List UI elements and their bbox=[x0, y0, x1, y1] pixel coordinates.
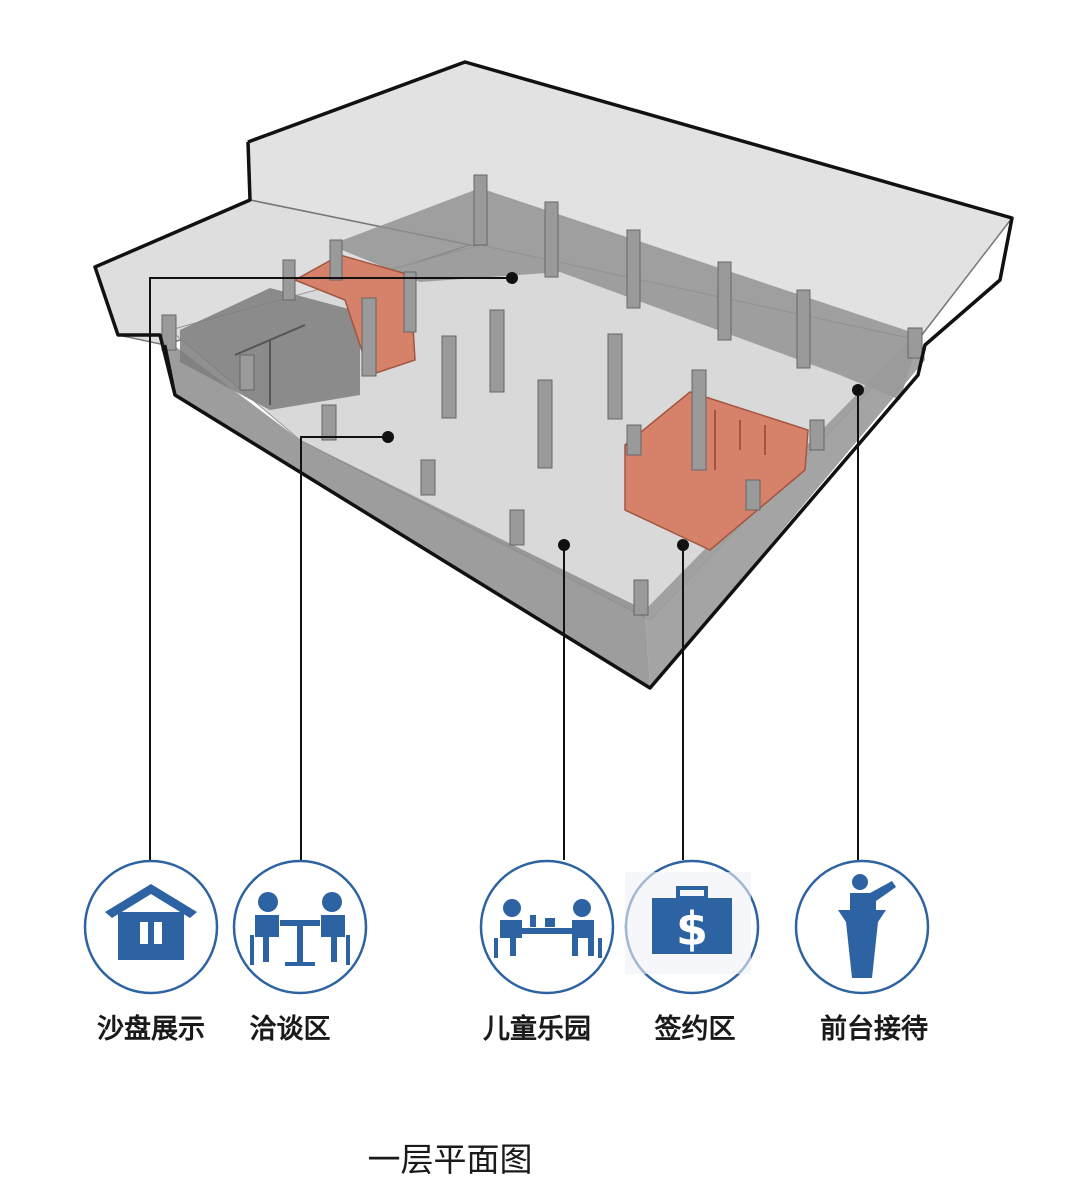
dot-negotiation bbox=[382, 431, 394, 443]
leader-dots bbox=[382, 272, 864, 551]
dining-people-icon bbox=[494, 899, 602, 958]
building-outline bbox=[93, 60, 1014, 690]
house-icon bbox=[105, 884, 197, 960]
leader-line-sand-table bbox=[149, 277, 512, 860]
leader-lines bbox=[149, 277, 859, 860]
dollar-briefcase-icon: $ bbox=[625, 872, 751, 974]
zone-label-negotiation: 洽谈区 bbox=[249, 1014, 331, 1045]
right-wall bbox=[645, 330, 925, 688]
dot-sand-table bbox=[506, 272, 518, 284]
svg-text:$: $ bbox=[676, 902, 708, 956]
zone-label-signing: 签约区 bbox=[654, 1014, 736, 1045]
floor-plan-caption: 一层平面图 bbox=[367, 1140, 533, 1179]
signing-room bbox=[624, 391, 809, 551]
front-wall bbox=[160, 335, 650, 688]
zone-label-sand-table: 沙盘展示 bbox=[97, 1014, 205, 1045]
dot-signing bbox=[677, 539, 689, 551]
zone-label-kids-playground: 儿童乐园 bbox=[483, 1014, 591, 1045]
columns bbox=[161, 174, 923, 616]
building-model bbox=[93, 60, 1014, 690]
dot-kids-playground bbox=[558, 539, 570, 551]
zone-label-reception: 前台接待 bbox=[820, 1014, 928, 1045]
leader-line-negotiation bbox=[300, 436, 388, 860]
podium-speaker-icon bbox=[838, 874, 896, 978]
meeting-table-icon bbox=[250, 892, 350, 966]
dot-reception bbox=[852, 384, 864, 396]
